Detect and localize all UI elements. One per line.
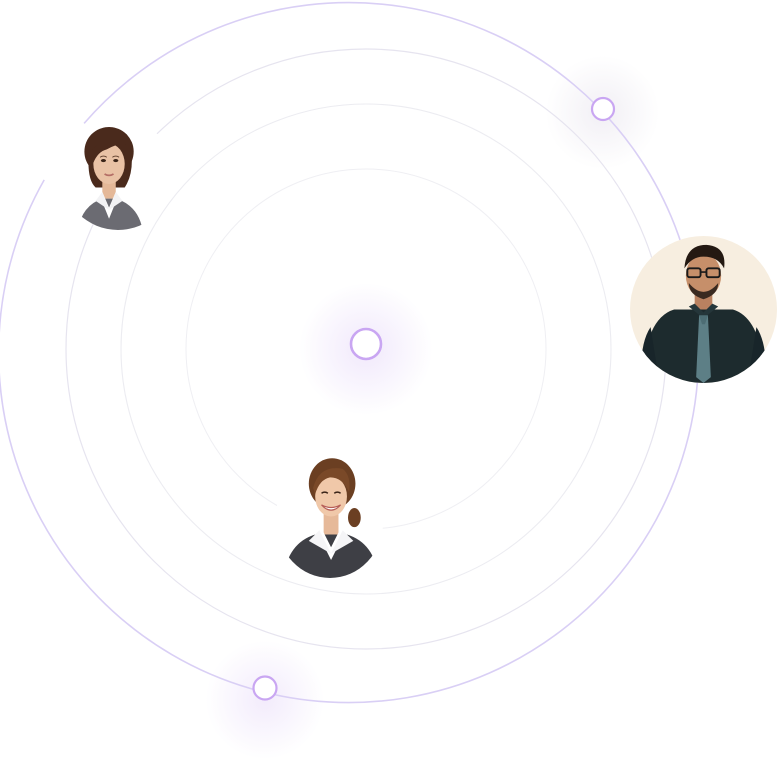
woman-smiling-icon bbox=[277, 454, 383, 578]
orbit-ring-outer bbox=[0, 1, 700, 704]
orbit-node-circle-icon bbox=[252, 675, 278, 701]
orbit-ring-3 bbox=[120, 103, 612, 595]
man-glasses-icon bbox=[630, 236, 777, 383]
person-avatar-woman-smiling bbox=[277, 454, 383, 578]
person-avatar-woman-business bbox=[62, 118, 174, 230]
person-avatar-man-glasses bbox=[630, 236, 777, 383]
orbit-node-circle-icon bbox=[349, 327, 383, 361]
orbit-node-circle-icon bbox=[590, 96, 616, 122]
woman-business-icon bbox=[62, 118, 174, 230]
